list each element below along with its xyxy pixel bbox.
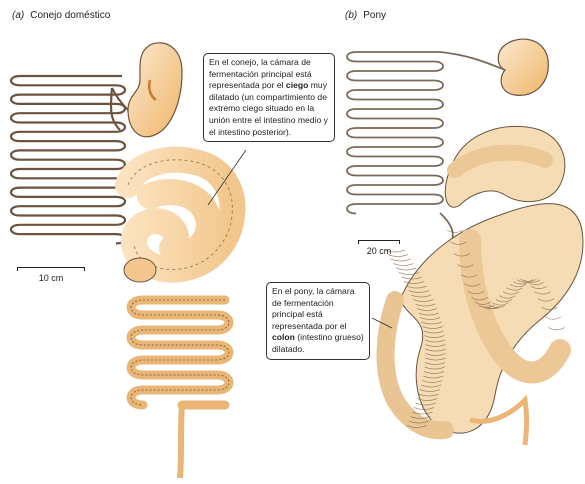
rabbit-callout: En el conejo, la cámara de fermentación … [203,53,335,142]
panel-b-name: Pony [363,10,386,21]
panel-b-title: (b) Pony [345,10,386,21]
panel-a-letter: (a) [12,10,24,21]
rabbit-rectum [180,405,182,478]
rabbit-cecum [128,160,232,270]
pony-scale-label: 20 cm [358,246,400,256]
rabbit-small-intestine [11,76,140,262]
pony-small-intestine [347,52,453,240]
pony-callout-bold: colon [272,332,295,342]
pony-callout: En el pony, la cámara de fermentación pr… [266,282,370,360]
rabbit-scale-bar: 10 cm [17,267,85,289]
rabbit-callout-bold: ciego [286,80,308,90]
rabbit-stomach [128,43,182,137]
rabbit-scale-label: 10 cm [17,273,85,283]
rabbit-colon [131,300,229,405]
pony-callout-text-1: En el pony, la cámara de fermentación pr… [272,286,354,331]
panel-a-name: Conejo doméstico [30,10,110,21]
pony-stomach [498,39,548,95]
panel-a-title: (a) Conejo doméstico [12,10,110,21]
pony-scale-bar: 20 cm [358,240,400,262]
panel-b-letter: (b) [345,10,357,21]
